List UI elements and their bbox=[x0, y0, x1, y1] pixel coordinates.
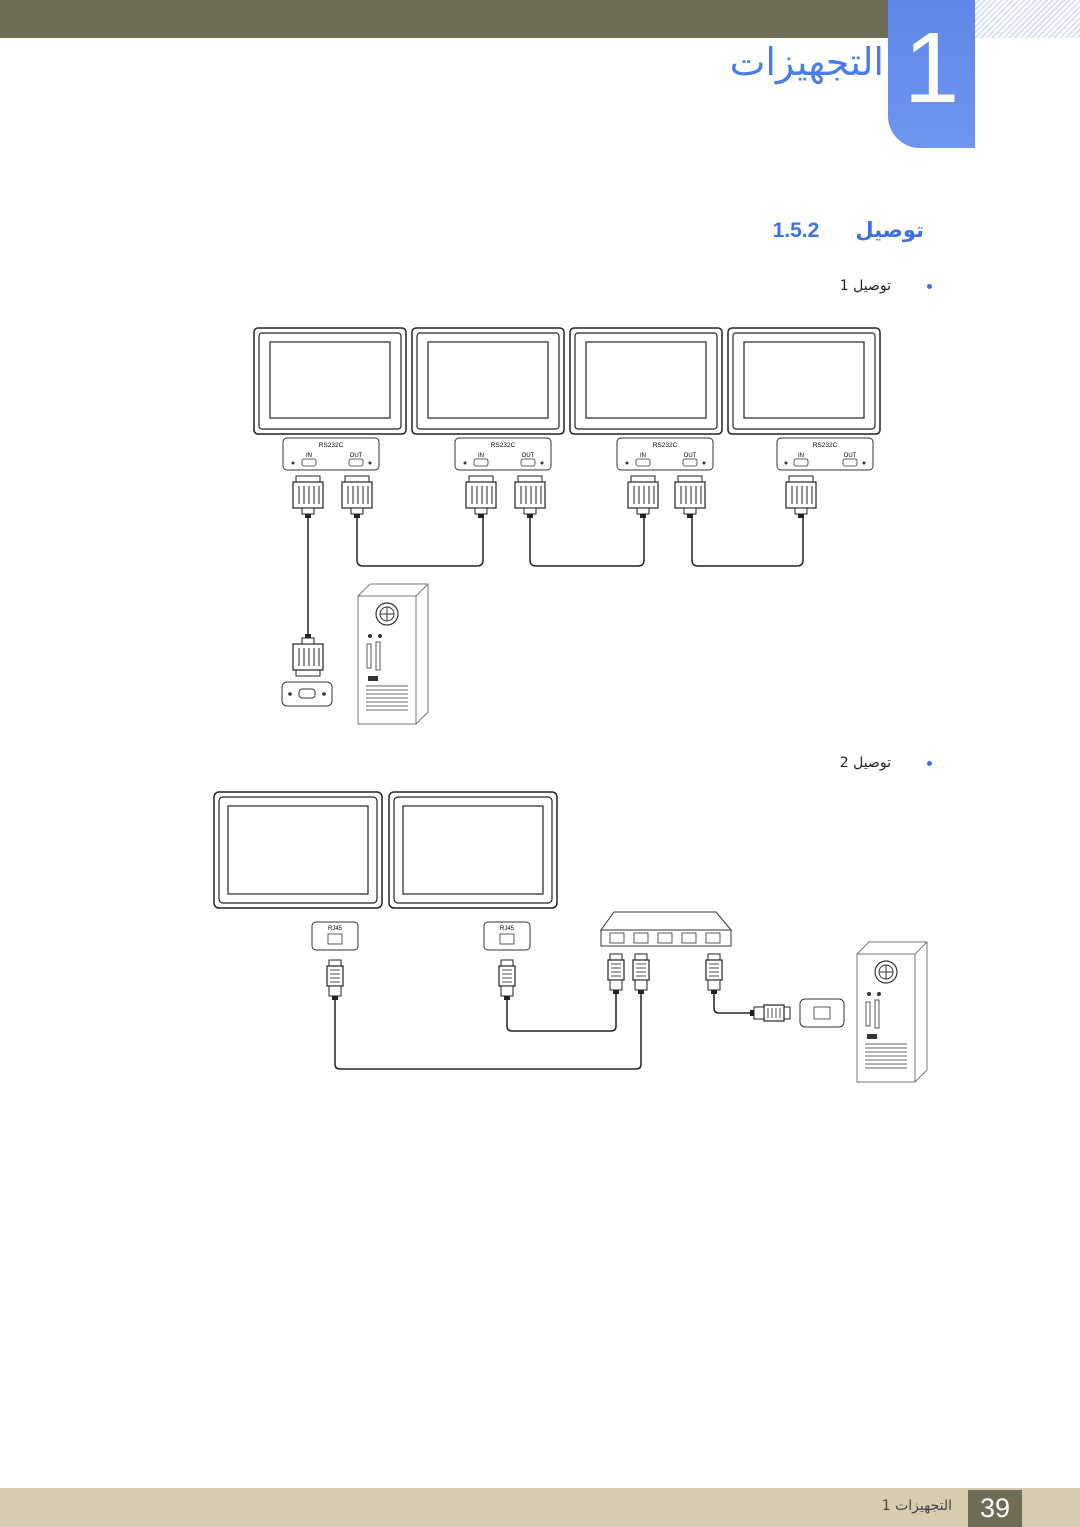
port-in-label: IN bbox=[306, 453, 312, 459]
rs232c-connector-icon bbox=[674, 475, 706, 519]
port-panel-label: RS232C bbox=[319, 442, 344, 449]
connection-1-label: توصيل 1 bbox=[840, 278, 932, 294]
port-in-label: IN bbox=[798, 453, 804, 459]
rs232c-port-panel-1: RS232C IN OUT bbox=[282, 437, 380, 471]
lan-cable bbox=[506, 994, 617, 1032]
rj45-connector-icon bbox=[632, 953, 650, 995]
rs232c-connector-icon bbox=[292, 475, 324, 519]
port-panel-label: RS232C bbox=[491, 442, 516, 449]
rs232c-connector-icon bbox=[341, 475, 373, 519]
section-heading: توصيل 1.5.2 bbox=[773, 218, 924, 243]
rs232c-connector-icon bbox=[627, 475, 659, 519]
rj45-connector-icon bbox=[607, 953, 625, 995]
section-number: 1.5.2 bbox=[772, 219, 820, 242]
rs232c-connector-icon bbox=[514, 475, 546, 519]
display-monitor-2 bbox=[411, 327, 565, 435]
connection-2-label: توصيل 2 bbox=[840, 755, 932, 771]
lan-cable bbox=[713, 994, 750, 1014]
rj45-connector-icon bbox=[326, 959, 344, 1001]
pc-lan-port-icon bbox=[799, 998, 845, 1028]
port-label: RJ45 bbox=[328, 926, 343, 932]
rs232c-cable bbox=[529, 518, 645, 567]
rs232c-port-panel-2: RS232C IN OUT bbox=[454, 437, 552, 471]
chapter-number: 1 bbox=[903, 12, 960, 124]
port-in-label: IN bbox=[478, 453, 484, 459]
port-panel-label: RS232C bbox=[653, 442, 678, 449]
display-monitor-2 bbox=[388, 791, 558, 909]
footer-band bbox=[0, 1488, 1080, 1527]
rj45-connector-icon bbox=[498, 959, 516, 1001]
port-label: RJ45 bbox=[500, 926, 515, 932]
connection-2-text: توصيل 2 bbox=[839, 755, 891, 771]
rj45-port-panel-1: RJ45 bbox=[311, 921, 359, 951]
pc-rs232c-connector-icon bbox=[292, 633, 324, 677]
rs232c-port-panel-4: RS232C IN OUT bbox=[776, 437, 874, 471]
port-panel-label: RS232C bbox=[813, 442, 838, 449]
bullet-icon bbox=[927, 283, 932, 289]
chapter-title: التجهيزات bbox=[729, 40, 884, 84]
rs232c-diagram: RS232C IN OUT RS232C IN OUT RS232C IN OU… bbox=[253, 327, 881, 725]
bullet-icon bbox=[927, 760, 932, 766]
page-number: 39 bbox=[968, 1490, 1022, 1527]
rj45-connector-icon bbox=[705, 953, 723, 995]
section-title: توصيل bbox=[855, 218, 924, 242]
rs232c-port-panel-3: RS232C IN OUT bbox=[616, 437, 714, 471]
rs232c-cable bbox=[691, 518, 804, 567]
rs232c-connector-icon bbox=[465, 475, 497, 519]
port-out-label: OUT bbox=[522, 453, 535, 459]
port-out-label: OUT bbox=[684, 453, 697, 459]
port-out-label: OUT bbox=[350, 453, 363, 459]
pc-tower-icon bbox=[357, 583, 429, 725]
display-monitor-1 bbox=[253, 327, 407, 435]
rs232c-connector-icon bbox=[785, 475, 817, 519]
network-hub-icon bbox=[600, 911, 733, 947]
connection-1-text: توصيل 1 bbox=[839, 278, 891, 294]
rs232c-cable bbox=[356, 518, 484, 567]
display-monitor-1 bbox=[213, 791, 383, 909]
lan-cable bbox=[334, 994, 642, 1070]
display-monitor-3 bbox=[569, 327, 723, 435]
pc-rj45-connector-icon bbox=[749, 1004, 791, 1022]
chapter-tab bbox=[888, 0, 975, 148]
pc-tower-icon bbox=[856, 941, 928, 1083]
footer-chapter-label: التجهيزات 1 bbox=[881, 1498, 952, 1514]
port-out-label: OUT bbox=[844, 453, 857, 459]
pc-serial-port-icon bbox=[281, 681, 333, 707]
display-monitor-4 bbox=[727, 327, 881, 435]
rj45-port-panel-2: RJ45 bbox=[483, 921, 531, 951]
port-in-label: IN bbox=[640, 453, 646, 459]
rj45-diagram: RJ45 RJ45 bbox=[213, 791, 928, 1083]
header-hatch-pattern bbox=[975, 0, 1080, 38]
